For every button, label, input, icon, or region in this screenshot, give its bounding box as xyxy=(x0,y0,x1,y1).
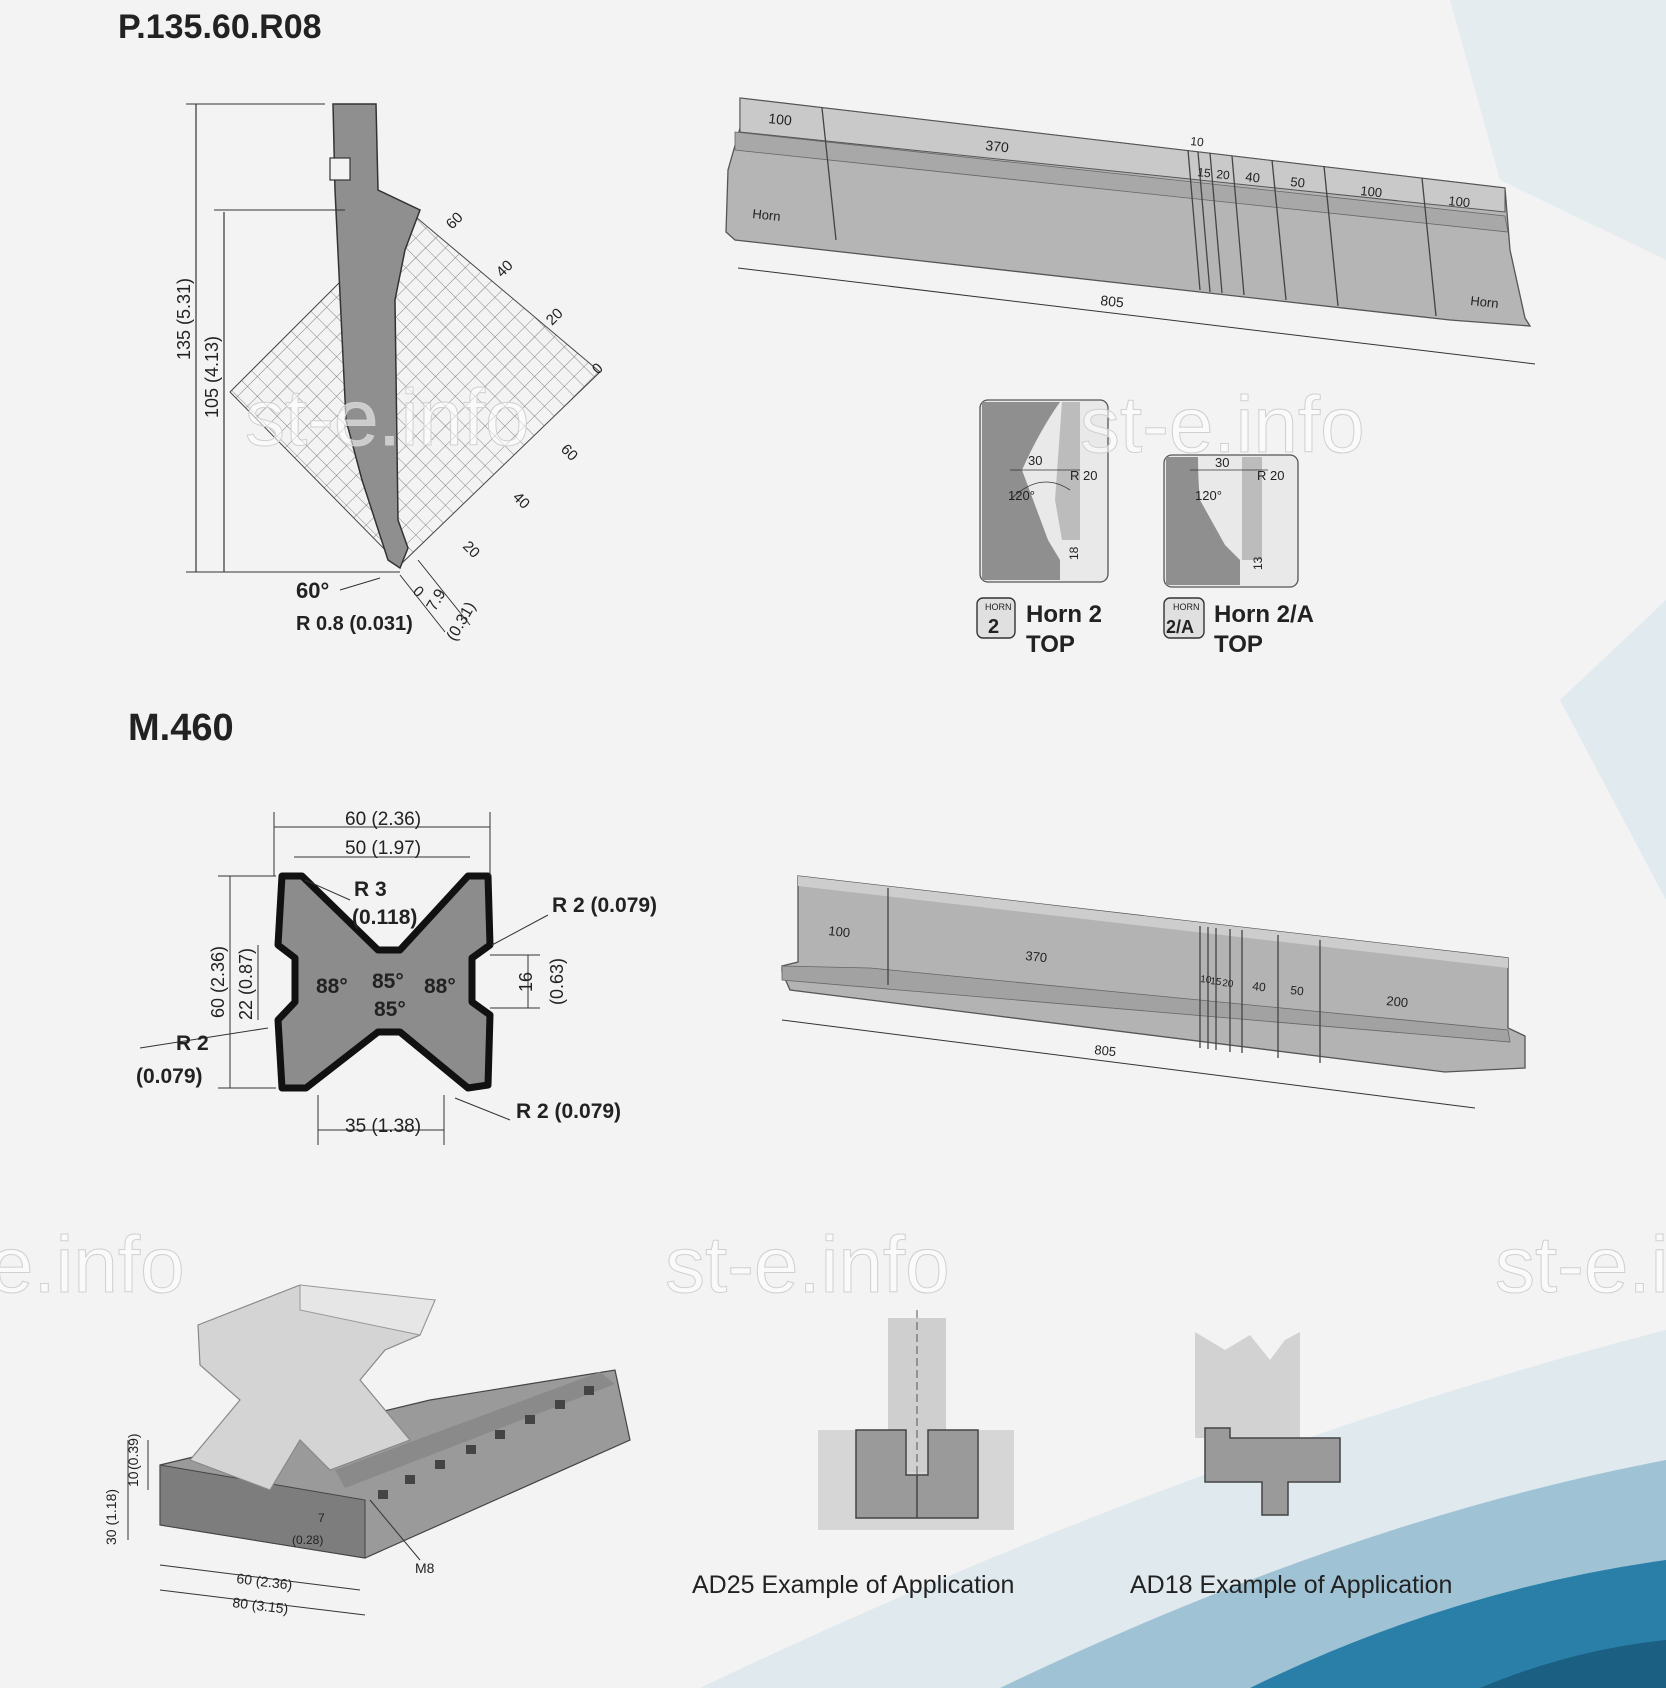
horn-2-width: 30 xyxy=(1028,453,1042,468)
watermark: st-e.info xyxy=(665,1220,950,1309)
segment-total: 805 xyxy=(1094,1042,1117,1059)
segment-length: 40 xyxy=(1245,169,1261,185)
horn-right-label: Horn xyxy=(1470,293,1500,311)
horn-2a-badge: HORN 2/A xyxy=(1163,597,1205,639)
horn-2-name: Horn 2 xyxy=(1026,601,1102,628)
ad25-example-drawing xyxy=(818,1310,1014,1530)
punch-height-working: 105 (4.13) xyxy=(202,336,222,418)
die-width-inner: 50 (1.97) xyxy=(345,838,421,859)
segment-length: 50 xyxy=(1290,174,1306,190)
ad25-caption: AD25 Example of Application xyxy=(692,1571,1014,1599)
horn-2-badge: HORN 2 xyxy=(976,597,1016,639)
die-angle-right: 88° xyxy=(424,975,456,998)
badge-top: HORN xyxy=(1173,602,1200,612)
die-slot: 16 xyxy=(516,972,536,992)
die-r2-left-in: (0.079) xyxy=(136,1065,203,1088)
badge-top: HORN xyxy=(985,602,1012,612)
watermark: st-e.info xyxy=(0,1220,185,1309)
die-angle-center-bottom: 85° xyxy=(374,998,406,1021)
segment-length: 100 xyxy=(1360,183,1383,200)
punch-notch xyxy=(329,157,351,181)
die-angle-center-top: 85° xyxy=(372,970,404,993)
die-height: 60 (2.36) xyxy=(208,946,228,1018)
die-slot-in: (0.63) xyxy=(547,958,567,1005)
die-inner-height: 22 (0.87) xyxy=(236,948,256,1020)
segment-length: 100 xyxy=(828,923,851,940)
horn-2a-sub: TOP xyxy=(1214,631,1263,658)
horn-2-radius: R 20 xyxy=(1070,468,1097,483)
horn-left-label: Horn xyxy=(752,206,782,224)
die-r2-bottom: R 2 (0.079) xyxy=(516,1100,621,1123)
holder-top-height: 10 xyxy=(125,1471,141,1487)
die-segment-set xyxy=(781,875,1526,1109)
badge-num: 2/A xyxy=(1166,617,1194,637)
segment-length: 100 xyxy=(768,110,793,128)
segment-length: 100 xyxy=(1448,193,1471,210)
watermark: st-e.info xyxy=(1495,1220,1666,1309)
die-holder-drawing xyxy=(127,1284,631,1616)
horn-2-angle: 120° xyxy=(1008,488,1035,503)
punch-height-total: 135 (5.31) xyxy=(174,278,194,360)
segment-length: 15 xyxy=(1210,976,1223,988)
punch-title: P.135.60.R08 xyxy=(118,8,322,46)
segment-length: 50 xyxy=(1290,983,1305,998)
holder-bolt: M8 xyxy=(415,1560,435,1576)
holder-total-height: 30 (1.18) xyxy=(103,1489,119,1545)
die-r2-top: R 2 (0.079) xyxy=(552,894,657,917)
segment-length: 370 xyxy=(1025,948,1048,965)
segment-length: 200 xyxy=(1386,993,1409,1010)
segment-length: 20 xyxy=(1216,167,1231,182)
horn-2-sub: TOP xyxy=(1026,631,1075,658)
holder-gap: 7 xyxy=(318,1511,325,1525)
die-base-width: 35 (1.38) xyxy=(345,1116,421,1137)
holder-gap-in: (0.28) xyxy=(292,1533,323,1547)
die-segment-labels: 100 370 10 15 20 40 50 200 805 xyxy=(828,923,1409,1059)
horn-2a-angle: 120° xyxy=(1195,488,1222,503)
ad18-caption: AD18 Example of Application xyxy=(1130,1571,1452,1599)
holder-inner-width: 60 (2.36) xyxy=(236,1570,294,1593)
die-r3-in: (0.118) xyxy=(352,906,417,929)
punch-profile-drawing xyxy=(186,103,601,633)
badge-num: 2 xyxy=(988,616,999,638)
horn-2-height: 18 xyxy=(1067,546,1081,560)
die-angle-left: 88° xyxy=(316,975,348,998)
horn-2a-name: Horn 2/A xyxy=(1214,601,1314,628)
watermark: st-e.info xyxy=(245,373,530,462)
punch-profile xyxy=(332,103,421,570)
die-title: M.460 xyxy=(128,707,234,749)
die-r2-left: R 2 xyxy=(176,1032,209,1055)
watermarks: st-e.info st-e.info st-e.info st-e.info … xyxy=(0,373,1666,1310)
horn-2a-radius: R 20 xyxy=(1257,468,1284,483)
segment-length: 15 xyxy=(1197,165,1212,180)
horn-2a-width: 30 xyxy=(1215,455,1229,470)
watermark: st-e.info xyxy=(1080,380,1365,469)
segment-length: 20 xyxy=(1222,978,1235,990)
horn-2a-height: 13 xyxy=(1251,556,1265,570)
die-r3: R 3 xyxy=(354,878,387,901)
segment-length: 370 xyxy=(985,137,1010,155)
punch-tip-radius: R 0.8 (0.031) xyxy=(296,613,413,635)
segment-length: 40 xyxy=(1252,979,1267,994)
segment-length: 10 xyxy=(1200,974,1213,986)
horn-2a-detail xyxy=(1163,454,1299,588)
holder-outer-width: 80 (3.15) xyxy=(232,1594,290,1617)
punch-segment-labels: 100 370 10 15 20 40 50 100 100 805 Horn … xyxy=(752,110,1500,311)
die-profile-drawing xyxy=(139,812,549,1145)
segment-length: 10 xyxy=(1190,134,1205,149)
horn-2-detail xyxy=(979,399,1109,583)
punch-tip-angle: 60° xyxy=(296,578,329,603)
die-width-outer: 60 (2.36) xyxy=(345,809,421,830)
segment-total: 805 xyxy=(1100,292,1125,310)
ad18-example-drawing xyxy=(1195,1332,1341,1516)
die-profile xyxy=(274,872,494,1092)
punch-segment-set xyxy=(725,97,1536,365)
holder-top-height-in: (0.39) xyxy=(125,1433,141,1470)
